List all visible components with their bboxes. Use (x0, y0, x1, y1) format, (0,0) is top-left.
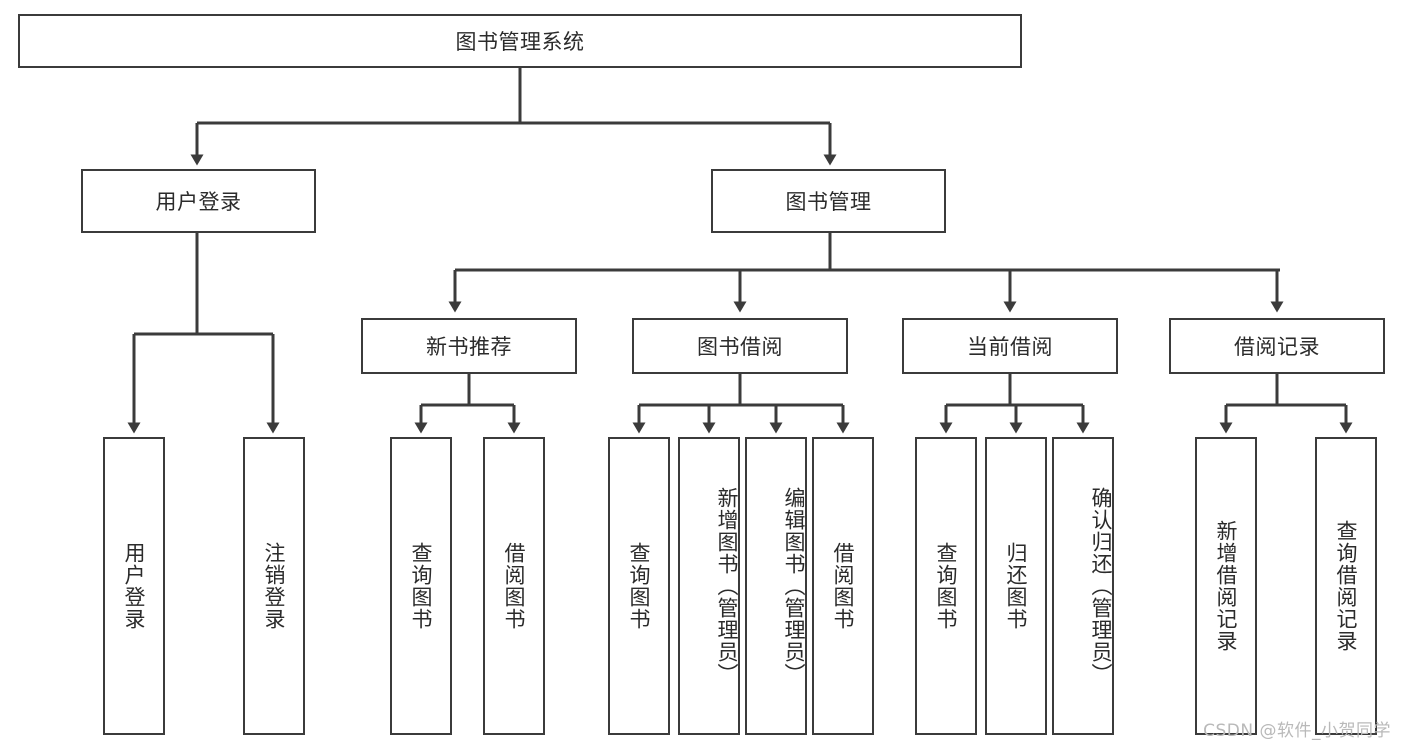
node-leaf-user-login-label: 用户登录 (122, 542, 147, 630)
node-book-borrow-label: 图书借阅 (697, 335, 783, 359)
node-leaf-query-book-3[interactable]: 查询图书 (915, 437, 977, 735)
node-leaf-user-login[interactable]: 用户登录 (103, 437, 165, 735)
node-leaf-borrow-book-2[interactable]: 借阅图书 (812, 437, 874, 735)
node-leaf-query-book-2-label: 查询图书 (627, 542, 652, 630)
node-leaf-logout[interactable]: 注销登录 (243, 437, 305, 735)
node-leaf-borrow-book-2-label: 借阅图书 (831, 542, 856, 630)
node-leaf-borrow-book-1[interactable]: 借阅图书 (483, 437, 545, 735)
node-leaf-return-book-label: 归还图书 (1004, 542, 1029, 630)
node-book-manage-label: 图书管理 (785, 190, 872, 214)
node-leaf-confirm-return[interactable]: 确认归还（管理员） (1052, 437, 1114, 735)
node-root[interactable]: 图书管理系统 (18, 14, 1022, 68)
node-current-borrow-label: 当前借阅 (967, 335, 1053, 359)
node-leaf-query-book-1[interactable]: 查询图书 (390, 437, 452, 735)
node-leaf-logout-label: 注销登录 (262, 542, 287, 630)
node-root-label: 图书管理系统 (455, 30, 585, 54)
node-user-login[interactable]: 用户登录 (81, 169, 316, 233)
node-leaf-edit-book-label: 编辑图书（管理员） (782, 487, 806, 685)
node-leaf-edit-book[interactable]: 编辑图书（管理员） (745, 437, 807, 735)
node-leaf-query-book-2[interactable]: 查询图书 (608, 437, 670, 735)
node-new-book-rec-label: 新书推荐 (426, 335, 512, 359)
node-borrow-record[interactable]: 借阅记录 (1169, 318, 1385, 374)
node-leaf-add-book[interactable]: 新增图书（管理员） (678, 437, 740, 735)
node-current-borrow[interactable]: 当前借阅 (902, 318, 1118, 374)
node-leaf-query-record-label: 查询借阅记录 (1334, 520, 1359, 652)
node-leaf-query-book-3-label: 查询图书 (934, 542, 959, 630)
node-leaf-add-book-label: 新增图书（管理员） (715, 487, 739, 685)
node-leaf-add-record-label: 新增借阅记录 (1214, 520, 1239, 652)
node-borrow-record-label: 借阅记录 (1234, 335, 1320, 359)
node-book-borrow[interactable]: 图书借阅 (632, 318, 848, 374)
node-leaf-confirm-return-label: 确认归还（管理员） (1089, 487, 1113, 685)
node-leaf-return-book[interactable]: 归还图书 (985, 437, 1047, 735)
node-leaf-query-book-1-label: 查询图书 (409, 542, 434, 630)
node-leaf-query-record[interactable]: 查询借阅记录 (1315, 437, 1377, 735)
node-new-book-rec[interactable]: 新书推荐 (361, 318, 577, 374)
node-leaf-add-record[interactable]: 新增借阅记录 (1195, 437, 1257, 735)
node-leaf-borrow-book-1-label: 借阅图书 (502, 542, 527, 630)
node-user-login-label: 用户登录 (155, 190, 242, 214)
node-book-manage[interactable]: 图书管理 (711, 169, 946, 233)
